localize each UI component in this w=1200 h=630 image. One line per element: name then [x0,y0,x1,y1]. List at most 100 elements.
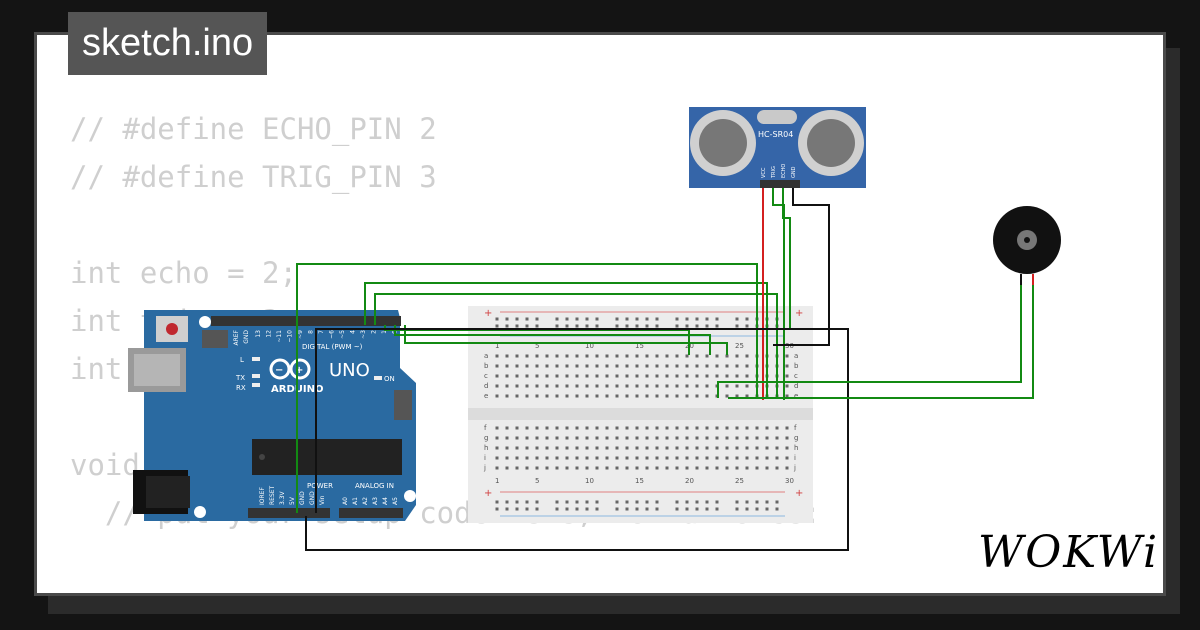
breadboard-hole[interactable] [535,317,539,321]
breadboard-hole[interactable] [755,456,759,460]
breadboard-hole[interactable] [695,436,699,440]
breadboard-hole[interactable] [725,446,729,450]
breadboard-hole[interactable] [655,317,659,321]
breadboard-hole[interactable] [575,394,579,398]
breadboard-hole[interactable] [745,500,749,504]
breadboard-hole[interactable] [705,436,709,440]
breadboard-hole[interactable] [595,456,599,460]
breadboard-hole[interactable] [585,394,589,398]
wires[interactable] [296,188,1034,551]
breadboard-hole[interactable] [725,456,729,460]
breadboard-hole[interactable] [635,466,639,470]
breadboard-hole[interactable] [785,466,789,470]
breadboard-hole[interactable] [505,446,509,450]
breadboard-hole[interactable] [635,354,639,358]
breadboard-hole[interactable] [685,317,689,321]
breadboard-hole[interactable] [635,426,639,430]
breadboard-hole[interactable] [745,324,749,328]
wire-buzzer-positive[interactable] [728,285,1034,399]
breadboard-hole[interactable] [755,426,759,430]
breadboard-hole[interactable] [525,394,529,398]
breadboard-hole[interactable] [615,466,619,470]
breadboard-hole[interactable] [515,466,519,470]
breadboard-hole[interactable] [505,456,509,460]
breadboard-hole[interactable] [705,500,709,504]
breadboard-hole[interactable] [675,364,679,368]
breadboard-hole[interactable] [595,317,599,321]
breadboard-hole[interactable] [595,446,599,450]
breadboard-hole[interactable] [605,446,609,450]
breadboard-hole[interactable] [725,354,729,358]
breadboard-hole[interactable] [515,384,519,388]
breadboard-hole[interactable] [575,364,579,368]
breadboard-hole[interactable] [545,456,549,460]
breadboard-hole[interactable] [695,317,699,321]
breadboard-hole[interactable] [725,394,729,398]
breadboard-hole[interactable] [645,384,649,388]
breadboard-hole[interactable] [555,436,559,440]
breadboard-hole[interactable] [755,500,759,504]
breadboard-hole[interactable] [665,466,669,470]
breadboard-hole[interactable] [555,507,559,511]
breadboard-hole[interactable] [785,394,789,398]
breadboard-hole[interactable] [655,436,659,440]
breadboard-hole[interactable] [655,374,659,378]
breadboard-hole[interactable] [685,364,689,368]
breadboard-hole[interactable] [625,324,629,328]
breadboard-hole[interactable] [535,374,539,378]
breadboard-hole[interactable] [715,426,719,430]
breadboard-hole[interactable] [525,364,529,368]
breadboard-hole[interactable] [685,507,689,511]
breadboard-hole[interactable] [625,364,629,368]
breadboard-hole[interactable] [585,317,589,321]
breadboard-hole[interactable] [735,317,739,321]
breadboard-hole[interactable] [715,317,719,321]
breadboard-hole[interactable] [715,324,719,328]
breadboard-hole[interactable] [565,317,569,321]
breadboard-hole[interactable] [515,324,519,328]
breadboard-hole[interactable] [585,507,589,511]
breadboard-hole[interactable] [565,466,569,470]
breadboard-hole[interactable] [675,446,679,450]
breadboard-hole[interactable] [705,324,709,328]
breadboard-hole[interactable] [685,456,689,460]
breadboard-hole[interactable] [575,324,579,328]
breadboard-hole[interactable] [565,436,569,440]
breadboard-hole[interactable] [525,354,529,358]
breadboard-hole[interactable] [585,456,589,460]
breadboard-hole[interactable] [685,374,689,378]
breadboard-hole[interactable] [495,317,499,321]
breadboard-hole[interactable] [685,466,689,470]
breadboard-hole[interactable] [675,317,679,321]
breadboard-hole[interactable] [565,426,569,430]
breadboard-hole[interactable] [565,500,569,504]
breadboard-hole[interactable] [695,384,699,388]
breadboard-hole[interactable] [565,364,569,368]
breadboard-hole[interactable] [595,500,599,504]
breadboard-hole[interactable] [645,466,649,470]
breadboard-hole[interactable] [695,394,699,398]
breadboard-hole[interactable] [675,507,679,511]
breadboard-hole[interactable] [575,466,579,470]
breadboard-hole[interactable] [515,374,519,378]
breadboard-hole[interactable] [635,446,639,450]
breadboard-hole[interactable] [505,324,509,328]
breadboard-hole[interactable] [655,354,659,358]
breadboard-hole[interactable] [505,364,509,368]
breadboard-hole[interactable] [545,466,549,470]
breadboard-hole[interactable] [585,374,589,378]
breadboard-hole[interactable] [665,426,669,430]
breadboard-hole[interactable] [615,317,619,321]
breadboard-hole[interactable] [595,426,599,430]
breadboard-hole[interactable] [535,426,539,430]
breadboard-hole[interactable] [715,436,719,440]
breadboard-hole[interactable] [615,507,619,511]
breadboard-hole[interactable] [635,394,639,398]
breadboard-hole[interactable] [705,507,709,511]
breadboard-hole[interactable] [525,436,529,440]
breadboard-hole[interactable] [745,446,749,450]
breadboard-hole[interactable] [545,374,549,378]
breadboard-hole[interactable] [695,364,699,368]
breadboard-hole[interactable] [595,354,599,358]
